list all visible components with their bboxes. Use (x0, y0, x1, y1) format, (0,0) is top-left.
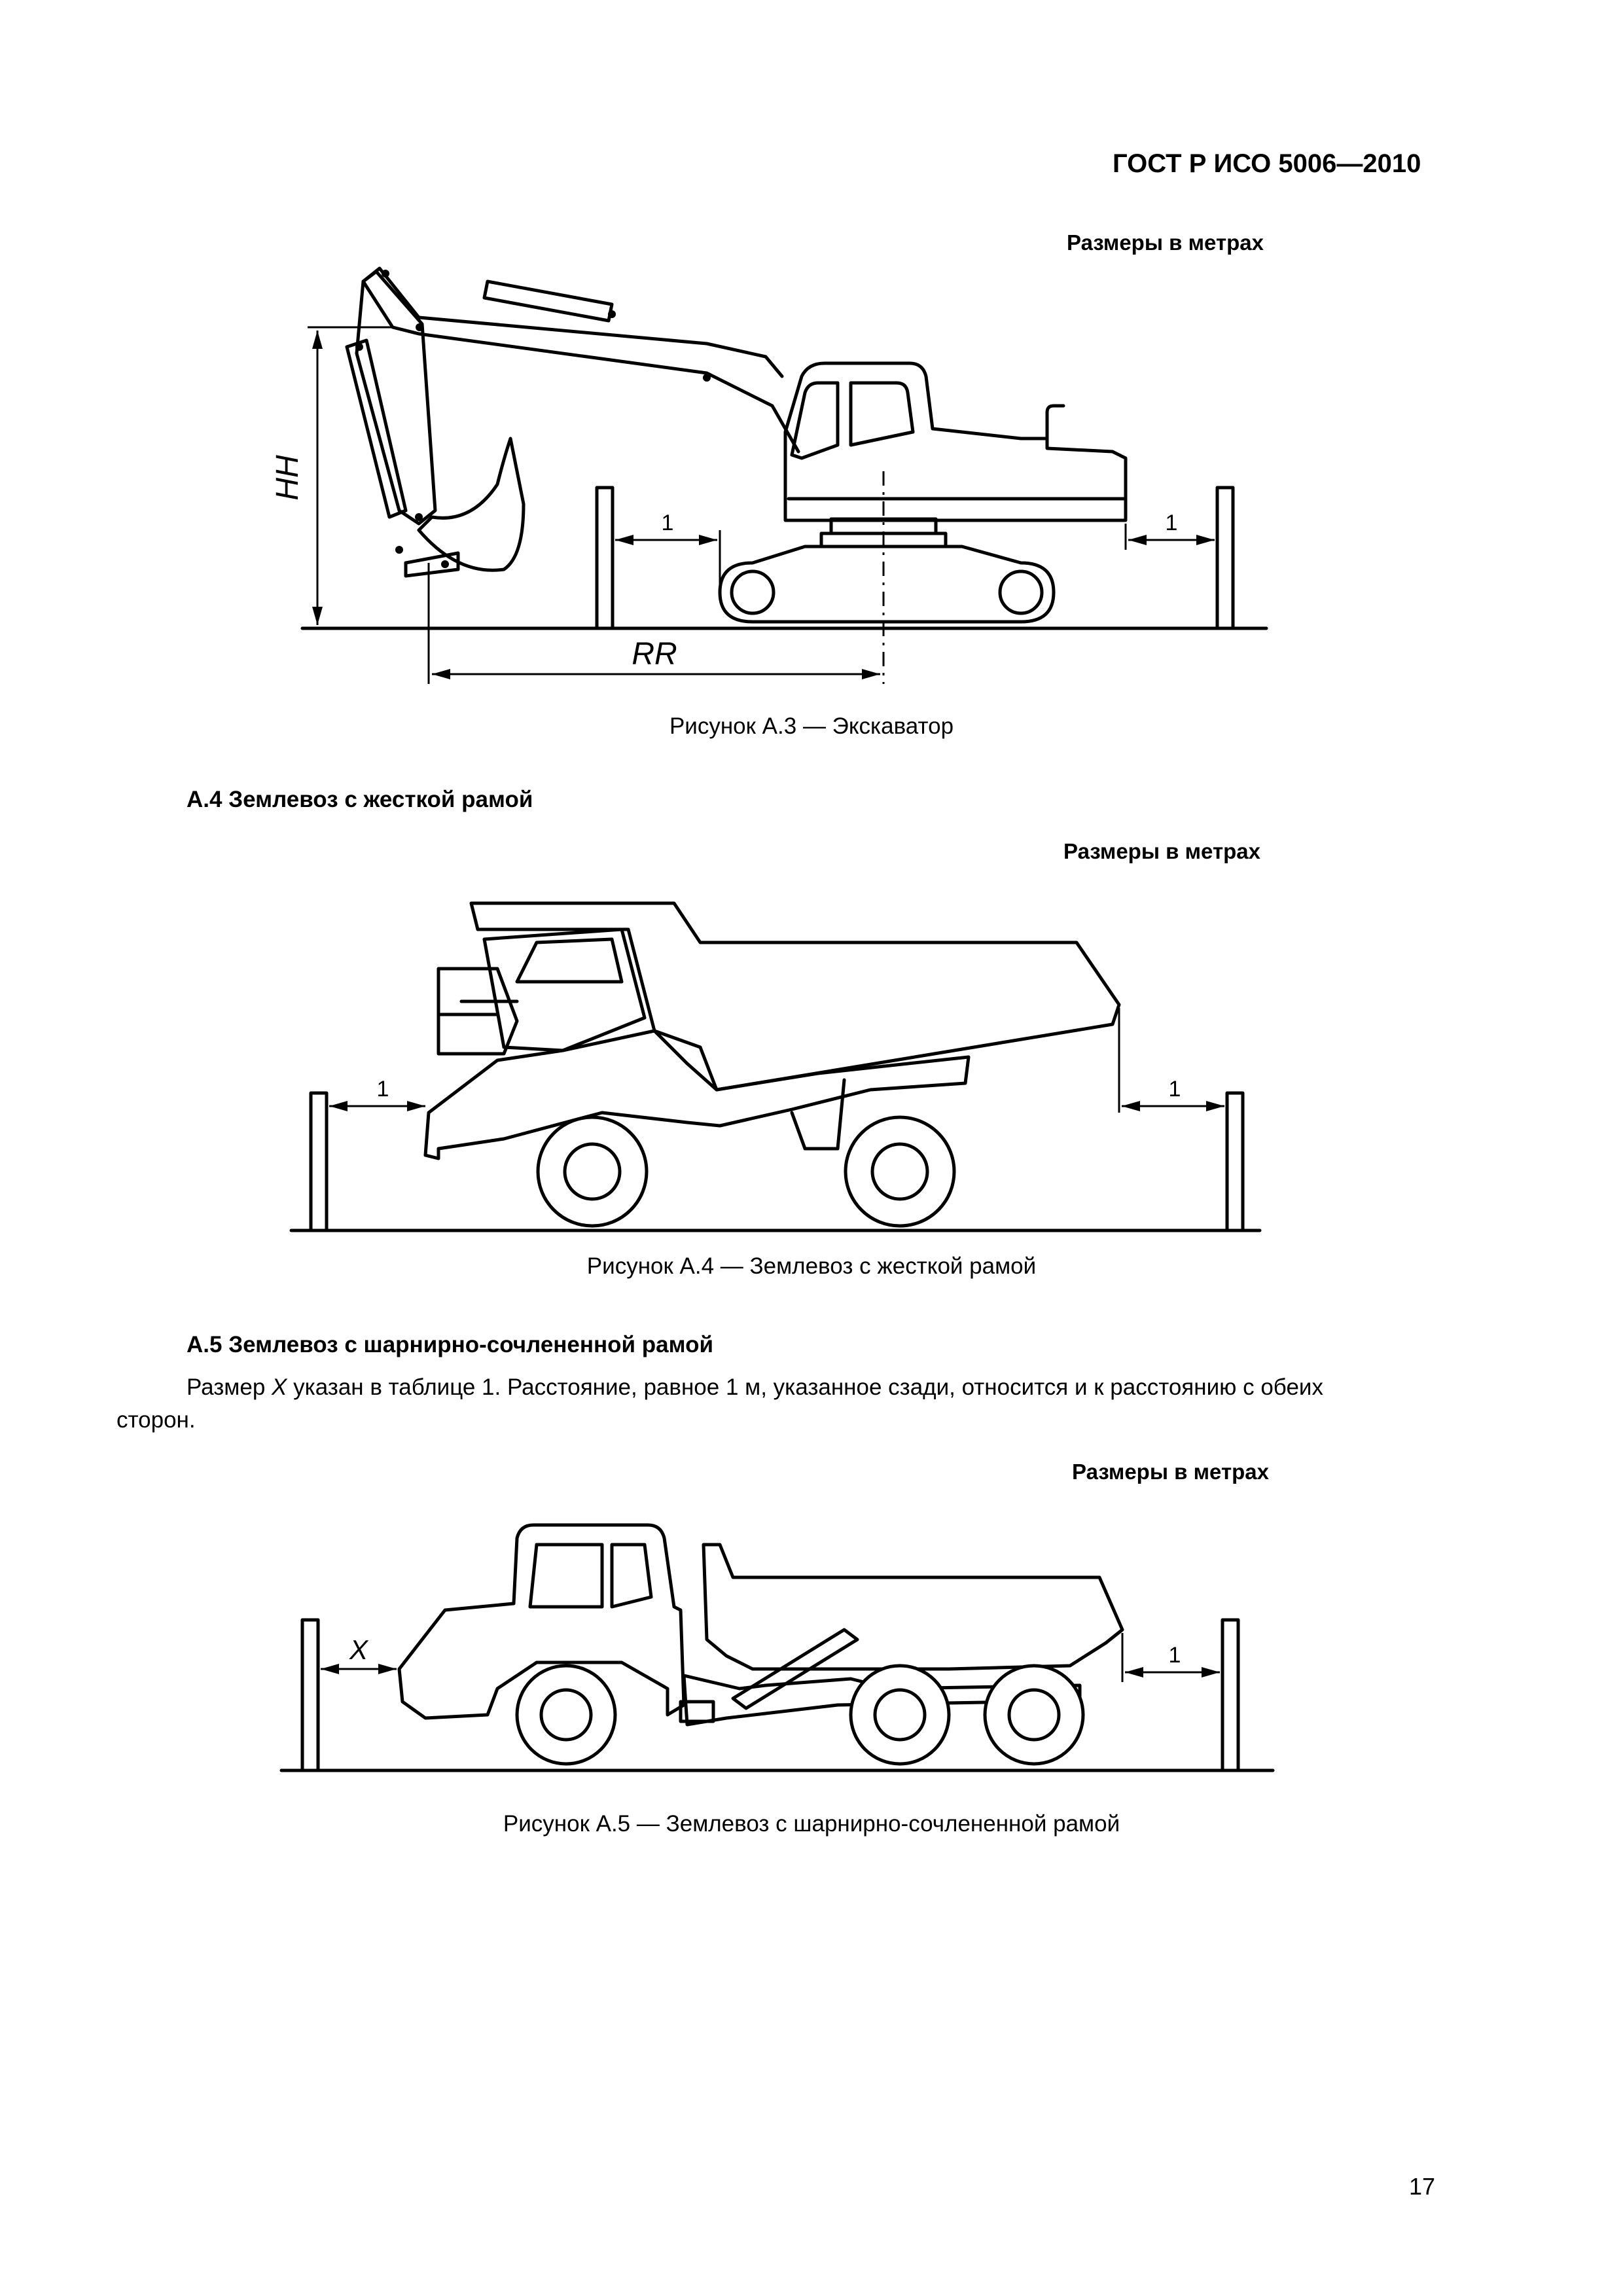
units-note: Размеры в метрах (1067, 230, 1264, 255)
artic-hitch (679, 1700, 715, 1723)
artic-dump-body (702, 1543, 1124, 1671)
excavator-cab-window-left (790, 381, 840, 460)
label-rr: RR (632, 637, 677, 672)
excavator-body (783, 361, 1128, 522)
dim-left-label: 1 (662, 511, 674, 535)
truck-frame (423, 1029, 971, 1160)
dim-left-label: X (349, 1634, 369, 1665)
artic-front-wheel (515, 1664, 617, 1766)
document-header: ГОСТ Р ИСО 5006—2010 (1113, 149, 1421, 178)
excavator-idler-wheel (730, 569, 776, 615)
artic-front-unit (397, 1523, 686, 1720)
boundary-post-right (1215, 486, 1235, 630)
boundary-post-left (595, 486, 615, 630)
truck-cab (482, 927, 647, 1052)
units-note: Размеры в метрах (1063, 839, 1260, 863)
body-paragraph: Размер X указан в таблице 1. Расстояние,… (116, 1374, 1323, 1433)
artic-hoist-cylinder (731, 1628, 859, 1710)
boundary-post-left (300, 1618, 320, 1772)
artic-cab-window (528, 1543, 604, 1609)
truck-rear-wheel (844, 1115, 956, 1228)
label-hh: HH (270, 455, 305, 501)
figure-articulated-dump-truck: X 1 (279, 1523, 1275, 1772)
boundary-post-right (1221, 1618, 1240, 1772)
artic-middle-wheel (849, 1664, 951, 1766)
excavator-bucket (417, 437, 526, 572)
excavator-cab-window-right (849, 381, 915, 447)
truck-rear-strut (790, 1078, 846, 1151)
dim-right-label: 1 (1166, 511, 1178, 535)
figure-excavator: HH RR 1 1 (270, 266, 1268, 684)
dim-right-label: 1 (1169, 1643, 1181, 1668)
boundary-post-right (1225, 1091, 1245, 1232)
excavator-bucket-link (404, 551, 460, 578)
page-number: 17 (1409, 2173, 1436, 2200)
artic-rear-wheel (983, 1664, 1085, 1766)
excavator-sprocket-wheel (998, 569, 1044, 615)
dim-left-label: 1 (377, 1077, 389, 1102)
figure-rigid-dump-truck: 1 1 (289, 901, 1262, 1232)
excavator-arm (355, 270, 437, 526)
truck-front-wheel (536, 1115, 649, 1228)
boundary-post-left (309, 1091, 329, 1232)
section-heading-a4: А.4 Землевоз с жесткой рамой (187, 787, 533, 812)
figure-caption-a3: Рисунок А.3 — Экскаватор (669, 713, 954, 739)
section-heading-a5: А.5 Землевоз с шарнирно-сочлененной рамо… (187, 1332, 713, 1357)
figure-caption-a4: Рисунок А.4 — Землевоз с жесткой рамой (586, 1253, 1037, 1279)
figure-caption-a5: Рисунок А.5 — Землевоз с шарнирно-сочлен… (503, 1811, 1120, 1837)
truck-cab-window (515, 937, 624, 984)
truck-engine-hood (437, 967, 519, 1056)
excavator-exhaust (1045, 404, 1065, 440)
dim-right-label: 1 (1169, 1077, 1181, 1102)
units-note: Размеры в метрах (1072, 1460, 1269, 1484)
excavator-arm-cylinder (345, 338, 408, 519)
excavator-boom-cylinder (482, 279, 614, 323)
excavator-track (718, 545, 1056, 624)
